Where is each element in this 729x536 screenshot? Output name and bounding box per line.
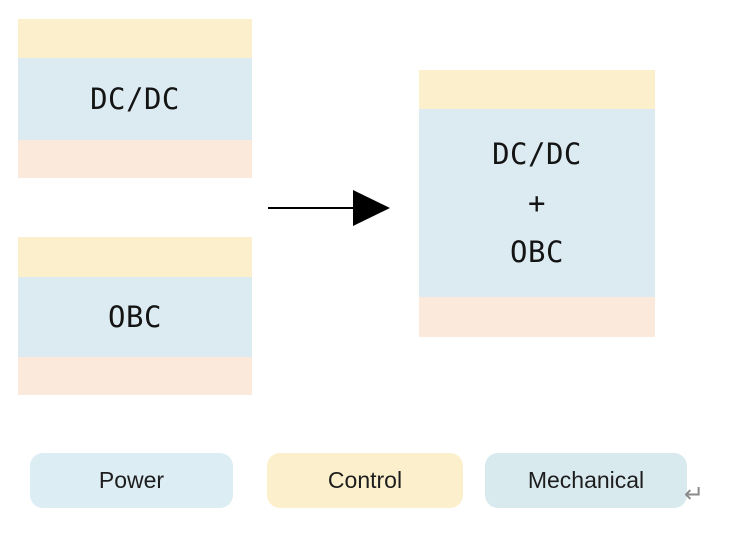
return-mark-icon: ↵ [684, 480, 705, 508]
block-obc: OBC [18, 237, 252, 395]
control-stripe [18, 19, 252, 58]
control-stripe [419, 70, 655, 109]
control-stripe [18, 237, 252, 277]
legend-power-label: Power [98, 467, 165, 493]
mechanical-stripe [419, 297, 655, 337]
block-combined-label: DC/DC + OBC [492, 130, 582, 277]
mechanical-stripe [18, 357, 252, 395]
mechanical-stripe [18, 140, 252, 178]
legend-mechanical-label: Mechanical [527, 467, 645, 493]
combined-line-3: OBC [510, 234, 564, 269]
legend-mechanical-badge: Mechanical [485, 453, 687, 508]
power-stripe: DC/DC [18, 58, 252, 140]
block-dcdc: DC/DC [18, 19, 252, 178]
legend-control-badge: Control [267, 453, 463, 508]
block-obc-label: OBC [108, 300, 162, 334]
combined-line-2: + [528, 185, 546, 220]
legend-power-badge: Power [30, 453, 233, 508]
combined-line-1: DC/DC [492, 136, 582, 171]
merge-arrow-icon [267, 187, 391, 229]
block-dcdc-label: DC/DC [90, 82, 180, 116]
legend-control-label: Control [327, 467, 403, 493]
power-stripe: DC/DC + OBC [419, 109, 655, 297]
power-stripe: OBC [18, 277, 252, 357]
block-combined: DC/DC + OBC [419, 70, 655, 337]
